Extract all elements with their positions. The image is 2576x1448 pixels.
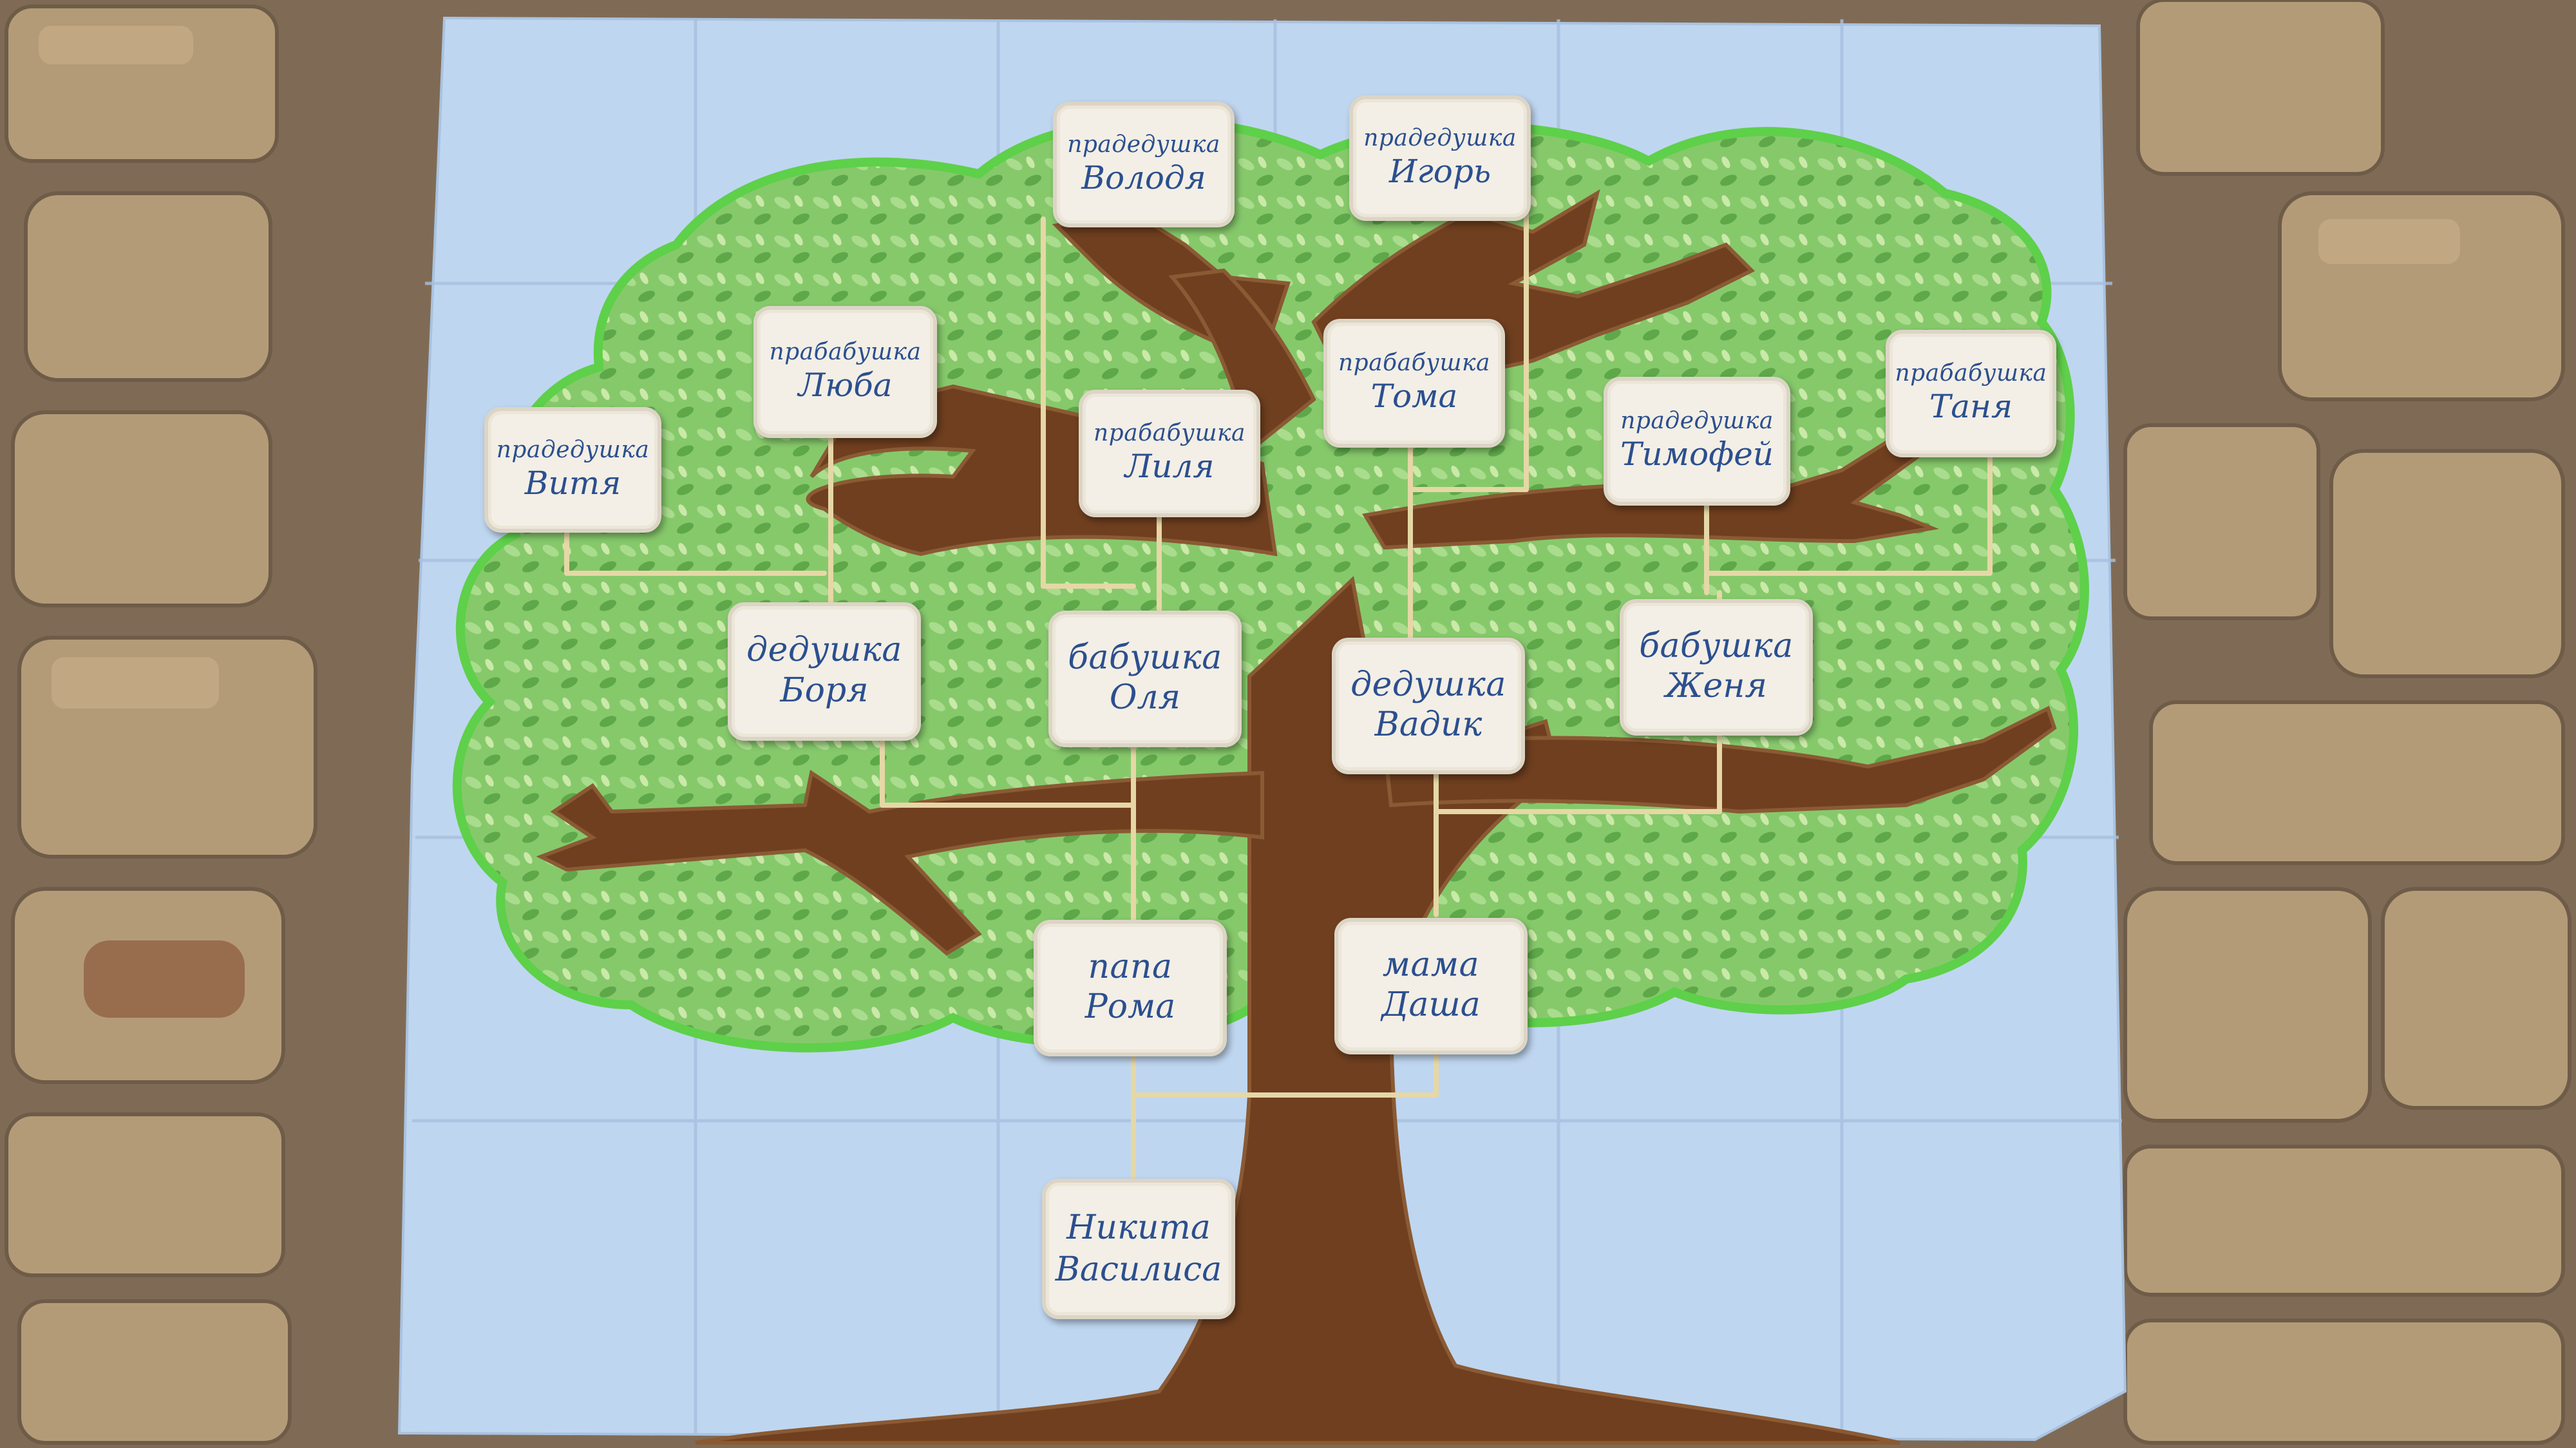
label-name: Таня <box>1929 388 2013 426</box>
label-name: Володя <box>1081 158 1206 196</box>
label-role: папа <box>1088 947 1173 986</box>
label-name: Даша <box>1381 986 1481 1025</box>
label-grandfather-vadik: дедушка Вадик <box>1332 638 1525 774</box>
label-role: дедушка <box>746 631 902 670</box>
label-children: Никита Василиса <box>1042 1179 1235 1319</box>
label-great-grandfather-vitya: прадедушка Витя <box>484 407 661 533</box>
label-role: прабабушка <box>1093 420 1246 447</box>
label-name: Вадик <box>1374 705 1482 745</box>
label-role: прабабушка <box>1338 350 1491 377</box>
label-father-roma: папа Рома <box>1034 920 1227 1056</box>
label-role: прадедушка <box>496 436 650 463</box>
label-child-1: Никита <box>1066 1208 1211 1247</box>
branch-left-lower <box>536 770 1264 956</box>
label-name: Тома <box>1370 377 1458 415</box>
label-great-grandmother-tanya: прабабушка Таня <box>1886 330 2056 457</box>
label-name: Лиля <box>1124 448 1215 486</box>
label-role: прадедушка <box>1620 408 1774 435</box>
label-name: Игорь <box>1388 152 1492 190</box>
label-role: мама <box>1382 945 1480 984</box>
label-role: прадедушка <box>1363 124 1517 151</box>
label-name: Витя <box>524 464 621 502</box>
label-name: Люба <box>798 366 893 404</box>
label-role: дедушка <box>1350 665 1506 704</box>
label-role: бабушка <box>1639 626 1794 665</box>
label-great-grandmother-toma: прабабушка Тома <box>1323 319 1505 448</box>
label-role: прабабушка <box>769 338 922 365</box>
label-name: Боря <box>780 671 869 710</box>
label-great-grandfather-volodya: прадедушка Володя <box>1053 102 1235 227</box>
label-great-grandmother-lyuba: прабабушка Люба <box>753 306 937 438</box>
label-role: прабабушка <box>1895 360 2047 387</box>
label-grandmother-olya: бабушка Оля <box>1048 611 1242 747</box>
label-child-2: Василиса <box>1055 1250 1222 1289</box>
label-role: бабушка <box>1068 638 1222 677</box>
label-name: Рома <box>1084 987 1176 1027</box>
label-name: Женя <box>1665 667 1767 706</box>
label-great-grandmother-lilya: прабабушка Лиля <box>1079 390 1260 517</box>
label-name: Тимофей <box>1620 435 1774 473</box>
label-grandfather-borya: дедушка Боря <box>728 602 921 741</box>
label-great-grandfather-timofey: прадедушка Тимофей <box>1604 377 1790 506</box>
label-name: Оля <box>1109 678 1181 718</box>
label-grandmother-zhenya: бабушка Женя <box>1620 599 1813 736</box>
label-mother-dasha: мама Даша <box>1334 918 1528 1054</box>
label-great-grandfather-igor: прадедушка Игорь <box>1349 95 1531 221</box>
label-role: прадедушка <box>1067 131 1220 158</box>
